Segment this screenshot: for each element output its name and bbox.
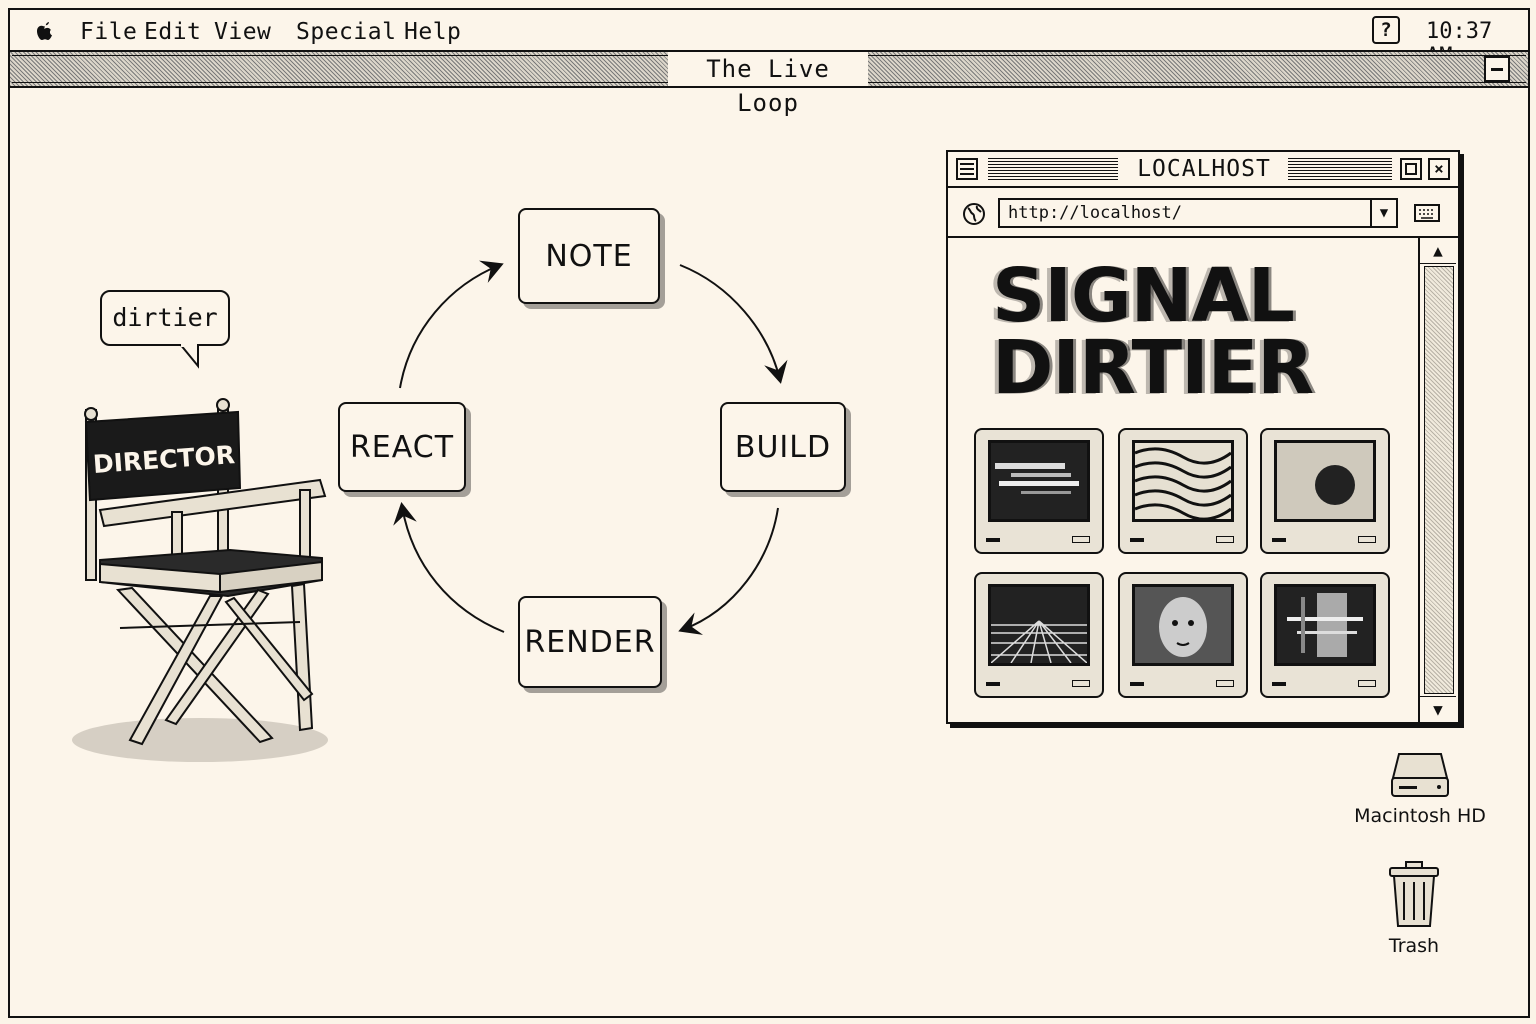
speech-bubble-tail: [178, 344, 199, 369]
browser-title: LOCALHOST: [1124, 154, 1284, 184]
node-react[interactable]: REACT: [338, 402, 466, 492]
trash-label: Trash: [1388, 935, 1440, 957]
static-screen: [1274, 584, 1376, 666]
face-screen: [1132, 584, 1234, 666]
title-stripes-right: [1288, 158, 1392, 180]
grid-screen: [988, 584, 1090, 666]
node-render[interactable]: RENDER: [518, 596, 662, 688]
monitor-thumbnail[interactable]: [1118, 428, 1248, 554]
keyboard-icon[interactable]: [1414, 202, 1440, 224]
menu-edit[interactable]: Edit: [144, 19, 202, 45]
scroll-track[interactable]: [1424, 266, 1454, 694]
window-title-bar[interactable]: The Live Loop: [10, 52, 1528, 117]
vertical-scrollbar[interactable]: ▲ ▼: [1418, 238, 1458, 722]
monitor-thumbnail[interactable]: [1118, 572, 1248, 698]
trash-icon: [1389, 861, 1439, 927]
browser-window[interactable]: LOCALHOST × http://localhost/ ▼ SIGNAL D…: [946, 150, 1460, 724]
help-icon[interactable]: ?: [1372, 16, 1400, 44]
headline: SIGNAL DIRTIER: [992, 253, 1314, 411]
collapse-box-icon[interactable]: [1484, 56, 1510, 82]
apple-menu-icon[interactable]: [32, 18, 58, 44]
scroll-up-icon[interactable]: ▲: [1420, 238, 1456, 264]
menu-special[interactable]: Special: [296, 19, 397, 45]
node-build[interactable]: BUILD: [720, 402, 846, 492]
menu-bar: File Edit View Special Help ? 10:37 AM: [10, 10, 1528, 69]
window-menu-icon[interactable]: [956, 158, 978, 180]
menu-help[interactable]: Help: [404, 19, 462, 45]
macintosh-hd-label: Macintosh HD: [1354, 805, 1486, 827]
browser-toolbar: http://localhost/ ▼: [948, 188, 1458, 238]
node-note[interactable]: NOTE: [518, 208, 660, 304]
browser-title-bar[interactable]: LOCALHOST ×: [948, 152, 1458, 188]
monitor-thumbnail[interactable]: [974, 428, 1104, 554]
trash[interactable]: Trash: [1376, 860, 1452, 957]
close-icon[interactable]: ×: [1428, 158, 1450, 180]
speech-bubble: dirtier: [100, 290, 230, 346]
title-stripes-left: [988, 158, 1118, 180]
noise-screen: [1274, 440, 1376, 522]
menu-view[interactable]: View: [214, 19, 272, 45]
headline-dirtier: DIRTIER: [992, 325, 1314, 411]
menu-file[interactable]: File: [80, 19, 138, 45]
wave-screen: [1132, 440, 1234, 522]
monitor-thumbnail[interactable]: [1260, 428, 1390, 554]
monitor-thumbnail[interactable]: [1260, 572, 1390, 698]
hard-drive-icon: [1391, 753, 1449, 797]
zoom-box-icon[interactable]: [1400, 158, 1422, 180]
monitor-thumbnail[interactable]: [974, 572, 1104, 698]
url-input[interactable]: http://localhost/: [998, 198, 1372, 228]
scroll-down-icon[interactable]: ▼: [1420, 696, 1456, 722]
globe-icon: [963, 203, 985, 225]
headline-signal: SIGNAL: [992, 253, 1295, 339]
glitch-screen: [988, 440, 1090, 522]
director-chair-icon: DIRECTOR: [72, 398, 328, 762]
url-dropdown-icon[interactable]: ▼: [1372, 198, 1398, 228]
browser-content: SIGNAL DIRTIER: [948, 238, 1418, 722]
window-title: The Live Loop: [668, 52, 868, 117]
macintosh-hd[interactable]: Macintosh HD: [1350, 748, 1490, 827]
